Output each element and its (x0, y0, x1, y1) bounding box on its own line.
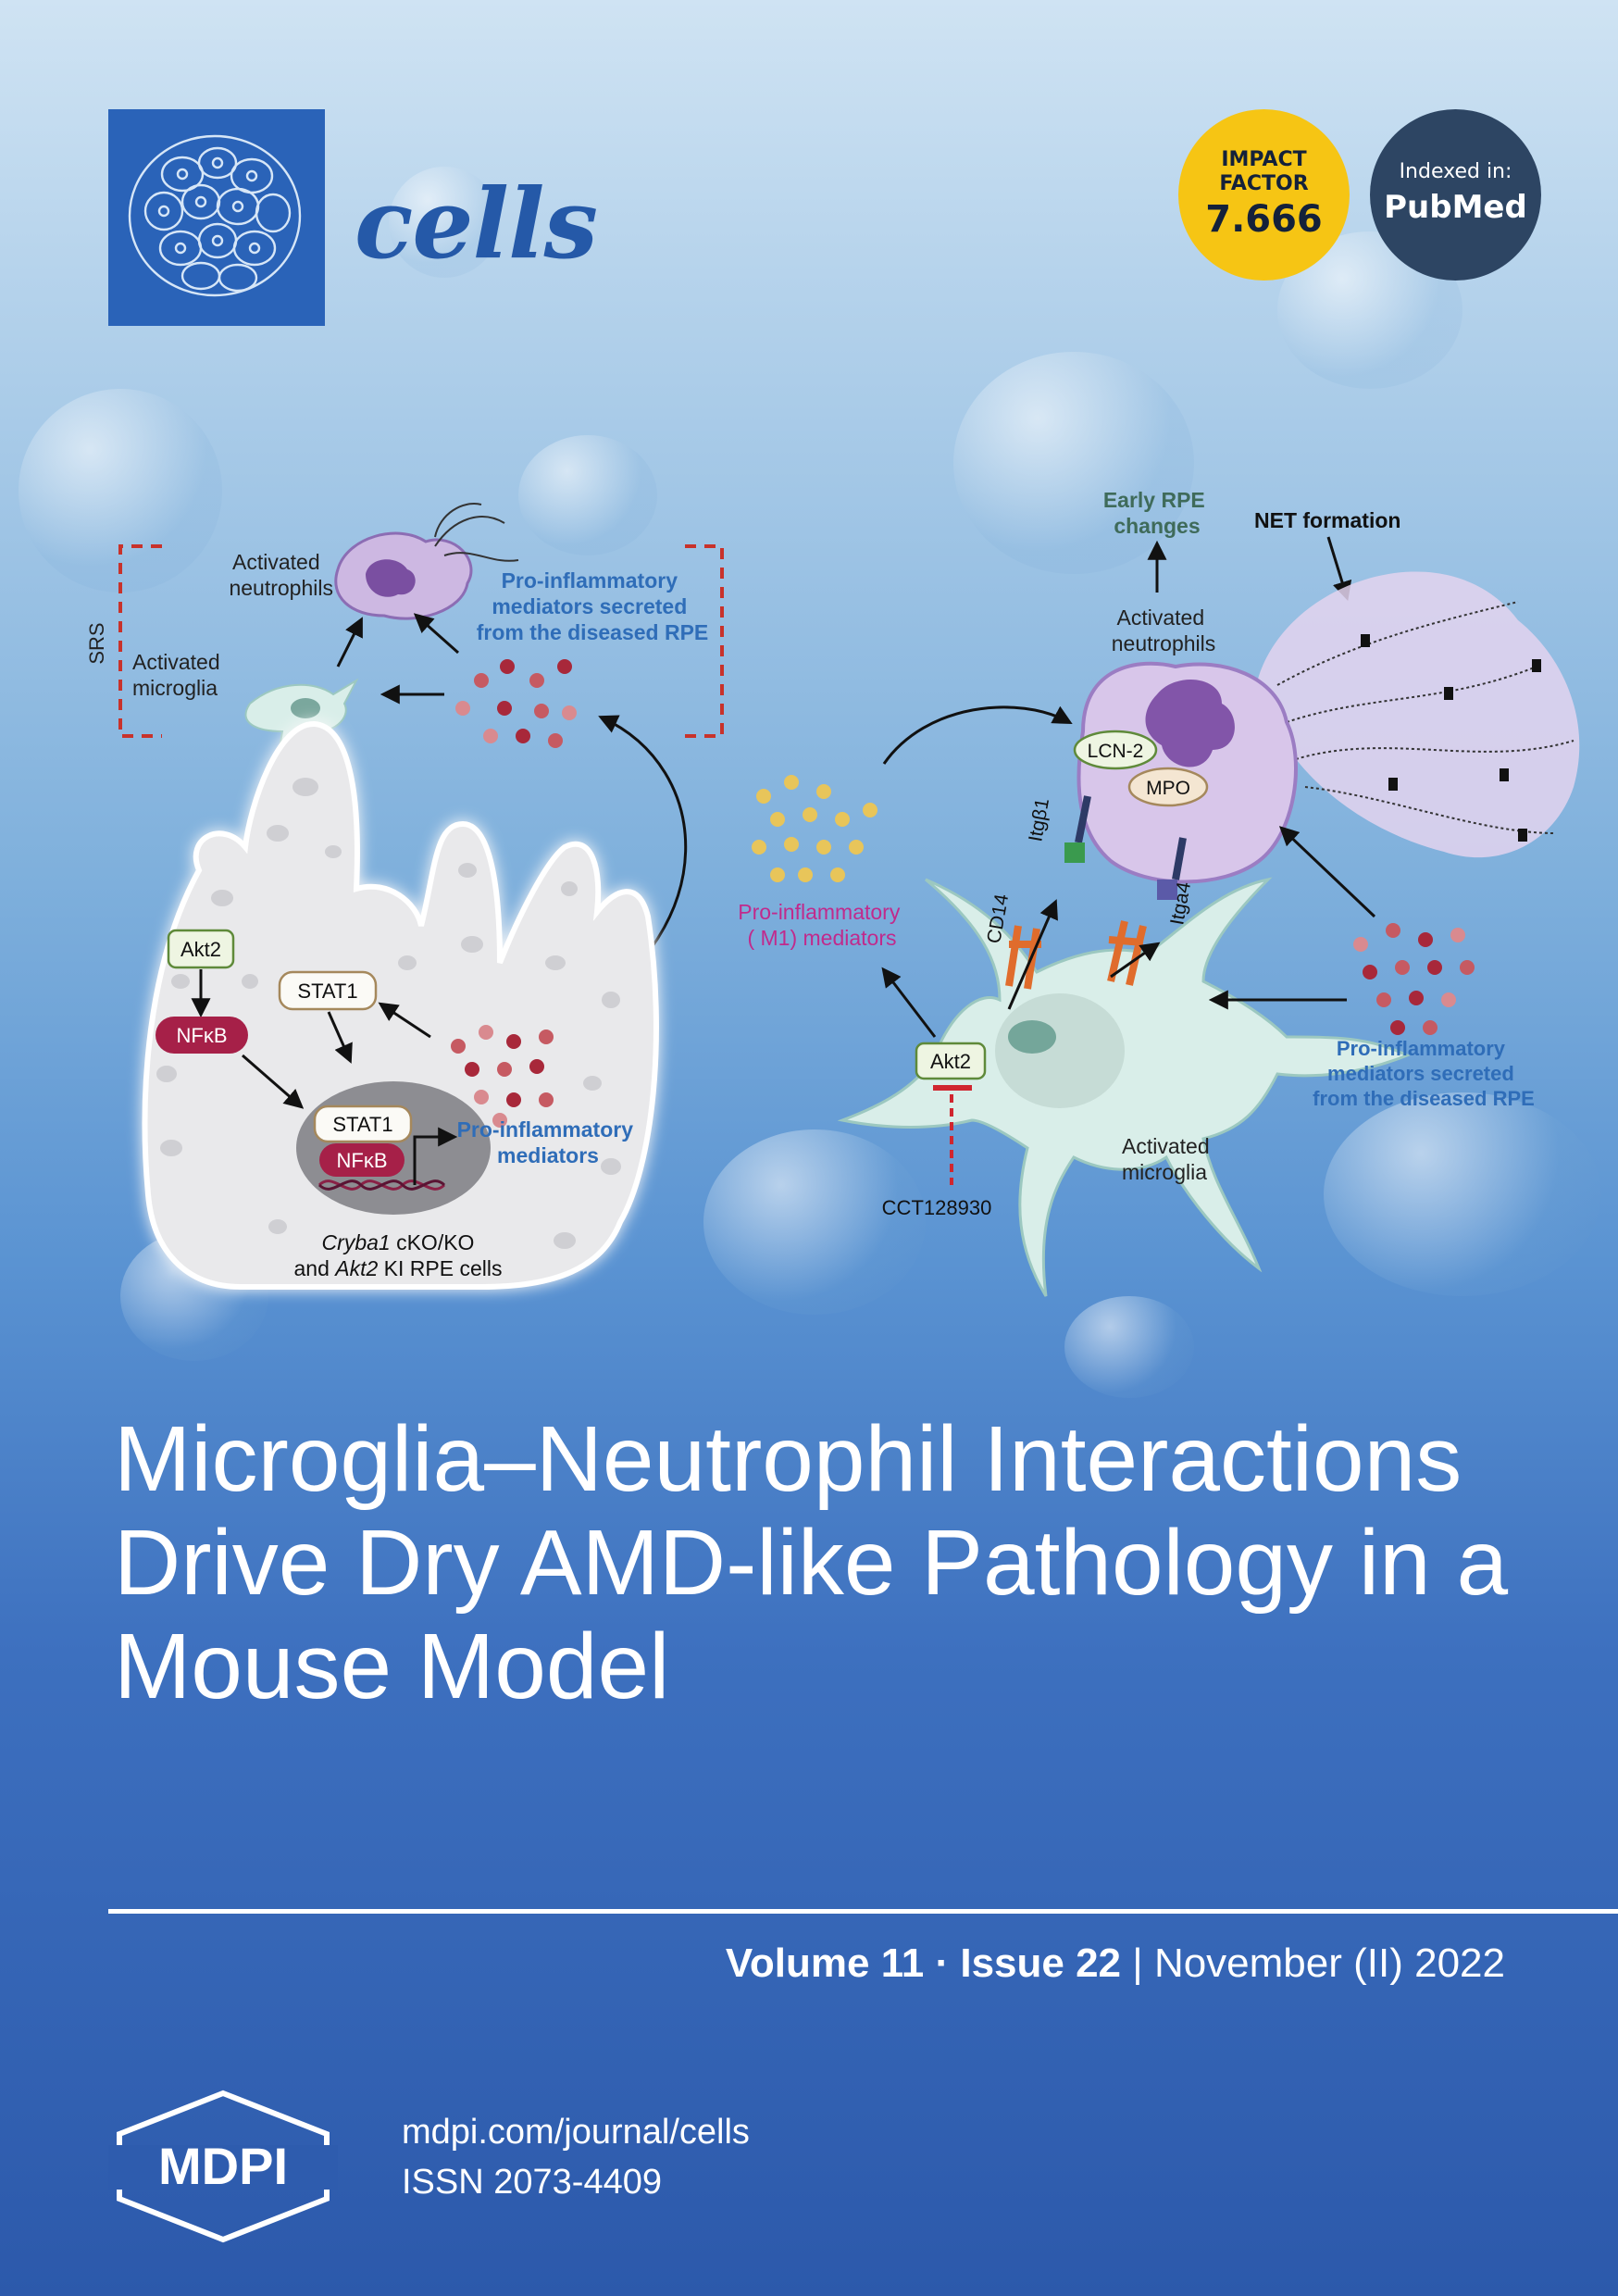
background-bubble (518, 435, 657, 555)
background-bubble (389, 167, 500, 278)
pubmed-label: PubMed (1384, 188, 1527, 226)
factor-label: FACTOR (1219, 171, 1309, 195)
microglia-cell-right (837, 877, 1411, 1297)
mediator-particles-top (455, 659, 577, 748)
journal-name: cells (355, 167, 598, 281)
mpo-oval (1127, 767, 1209, 807)
issue-separator: · (935, 1940, 950, 1986)
m1-mediators-label: Pro-inflammatory ( M1) mediators (738, 900, 906, 950)
nfkb-box-nucleus (319, 1143, 404, 1177)
m1-mediator-particles (752, 775, 877, 882)
indexed-label: Indexed in: (1399, 159, 1512, 183)
itgb1-label: Itgβ1 (1025, 796, 1053, 842)
right-activated-microglia-label: Activated microglia (1122, 1134, 1215, 1184)
akt2-box-left (167, 929, 235, 969)
lcn2-oval (1073, 730, 1158, 770)
background-bubble (703, 1129, 926, 1315)
nfkb-label: NFκB (177, 1024, 228, 1047)
mediator-particles-rpe (451, 1025, 554, 1128)
issue-info: Volume 11 · Issue 22 | November (II) 202… (726, 1940, 1505, 1987)
left-activated-microglia-label: Activated microglia (132, 650, 226, 700)
mediator-particles-right (1353, 923, 1475, 1035)
neutrophil-cell-left (334, 503, 519, 620)
issue-bar: | (1132, 1940, 1143, 1986)
lcn2-label: LCN-2 (1088, 741, 1144, 762)
srs-bracket (118, 544, 724, 738)
nfkb-box (156, 1017, 248, 1054)
itga4-ligand (1157, 880, 1177, 900)
impact-factor-value: 7.666 (1205, 197, 1323, 241)
article-title: Microglia–Neutrophil Interactions Drive … (114, 1407, 1509, 1718)
m1-to-neutrophil-arrow (882, 705, 1073, 765)
rpe-caption-line1: Cryba1 cKO/KO (322, 1230, 475, 1254)
net-formation-arrow (1326, 536, 1352, 602)
right-mediators-secreted-label: Pro-inflammatory mediators secreted from… (1313, 1037, 1535, 1110)
transcription-arrow (413, 1127, 458, 1185)
net-formation-label: NET formation (1254, 508, 1400, 532)
issue-date: November (II) 2022 (1153, 1940, 1505, 1986)
issn: ISSN 2073-4409 (402, 2163, 662, 2202)
journal-logo (108, 109, 325, 326)
rpe-pro-inflammatory-label: Pro-inflammatory mediators (457, 1117, 640, 1167)
itgb1-receptor (1075, 795, 1091, 843)
background-bubble (19, 389, 222, 593)
rpe-caption-line2: and Akt2 KI RPE cells (293, 1256, 502, 1280)
mdpi-logo: MDPI (108, 2090, 338, 2243)
volume-label: Volume 11 (725, 1940, 925, 1986)
stat1-nucleus-label: STAT1 (332, 1113, 392, 1136)
dna-strand-2 (317, 1179, 446, 1191)
microglia-cell-left (244, 678, 359, 762)
background-bubble (953, 352, 1194, 574)
akt2-label-left: Akt2 (180, 938, 221, 961)
issue-label: Issue 22 (960, 1940, 1122, 1986)
impact-factor-badge: IMPACT FACTOR 7.666 (1178, 109, 1350, 281)
stat1-box-nucleus (313, 1104, 413, 1143)
title-divider (108, 1909, 1618, 1914)
akt2-label-right: Akt2 (930, 1050, 971, 1073)
mediators-to-stat1-arrow (378, 1002, 431, 1039)
stat1-box (278, 970, 378, 1011)
background-bubble (1064, 1296, 1194, 1398)
rpe-cell (142, 720, 659, 1290)
right-activated-neutrophils-label: Activated neutrophils (1112, 605, 1216, 655)
akt2-box-right (915, 1042, 987, 1080)
journal-url[interactable]: mdpi.com/journal/cells (402, 2113, 750, 2152)
cell-cluster-icon (128, 134, 302, 297)
early-rpe-changes-label: Early RPE changes (1103, 488, 1211, 538)
left-mediators-secreted-label: Pro-inflammatory mediators secreted from… (477, 568, 709, 644)
itgb1-ligand (1064, 842, 1085, 863)
nfkb-nucleus-label: NFκB (337, 1149, 388, 1172)
net-structure (1256, 571, 1580, 858)
graphical-abstract: SRS Activated neutrophils Pro-inflammato… (85, 488, 1580, 1297)
stat1-to-nucleus-arrow (327, 1011, 353, 1064)
stat1-label: STAT1 (297, 980, 357, 1003)
rpe-vesicles (156, 778, 621, 1249)
microglia-arrows (881, 826, 1376, 1038)
itga4-receptor (1172, 837, 1187, 880)
background-bubble (1324, 1092, 1601, 1296)
mpo-label: MPO (1146, 778, 1190, 799)
srs-label: SRS (85, 622, 108, 664)
nfkb-to-nucleus-arrow (242, 1054, 305, 1109)
impact-label: IMPACT (1221, 147, 1307, 171)
indexed-in-badge: Indexed in: PubMed (1370, 109, 1541, 281)
inhibitor-label: CCT128930 (882, 1196, 992, 1219)
mdpi-logo-text: MDPI (158, 2137, 288, 2195)
left-activated-neutrophils-label: Activated neutrophils (229, 550, 333, 600)
